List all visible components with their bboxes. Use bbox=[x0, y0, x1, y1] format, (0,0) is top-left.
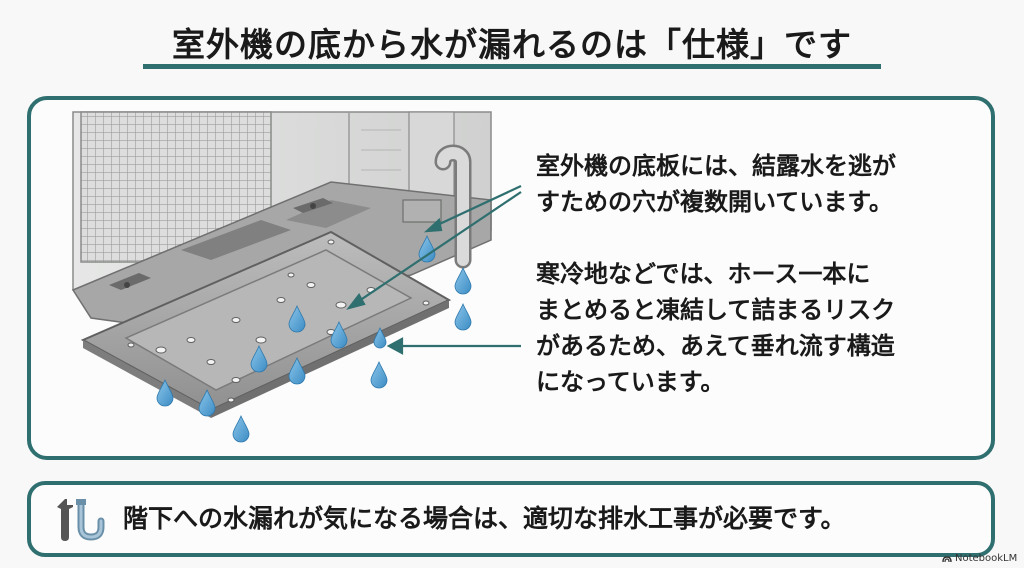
wrench-pipe-icon bbox=[57, 497, 105, 541]
explanation-line: になっています。 bbox=[536, 368, 725, 396]
water-drop-icon bbox=[156, 235, 472, 443]
explanation-line: まとめると凍結して詰まるリスク bbox=[536, 296, 896, 324]
notebooklm-logo-icon bbox=[942, 555, 952, 562]
notebooklm-watermark: NotebookLM bbox=[942, 553, 1017, 564]
bottom-note-text: 階下への水漏れが気になる場合は、適切な排水工事が必要です。 bbox=[123, 504, 846, 533]
base-plate bbox=[80, 230, 452, 418]
outdoor-unit-illustration bbox=[71, 111, 522, 443]
pipe-icon bbox=[76, 499, 105, 541]
page-title: 室外機の底から水が漏れるのは「仕様」です bbox=[172, 25, 852, 64]
wrench-icon bbox=[57, 497, 73, 541]
bottom-note-panel: 階下への水漏れが気になる場合は、適切な排水工事が必要です。 bbox=[27, 481, 995, 557]
watermark-text: NotebookLM bbox=[955, 553, 1018, 564]
main-panel: 室外機の底板には、結露水を逃が すための穴が複数開いています。 寒冷地などでは、… bbox=[27, 96, 995, 460]
title-underline bbox=[143, 64, 881, 69]
explanation-line: すための穴が複数開いています。 bbox=[536, 188, 893, 216]
explanation-drain-holes: 室外機の底板には、結露水を逃が すための穴が複数開いています。 bbox=[536, 148, 896, 220]
explanation-line: 寒冷地などでは、ホース一本に bbox=[536, 260, 871, 288]
explanation-line: があるため、あえて垂れ流す構造 bbox=[536, 332, 895, 360]
pointer-arrows bbox=[346, 185, 522, 355]
explanation-cold-climate: 寒冷地などでは、ホース一本に まとめると凍結して詰まるリスク があるため、あえて… bbox=[536, 256, 895, 400]
explanation-line: 室外機の底板には、結露水を逃が bbox=[536, 152, 896, 180]
